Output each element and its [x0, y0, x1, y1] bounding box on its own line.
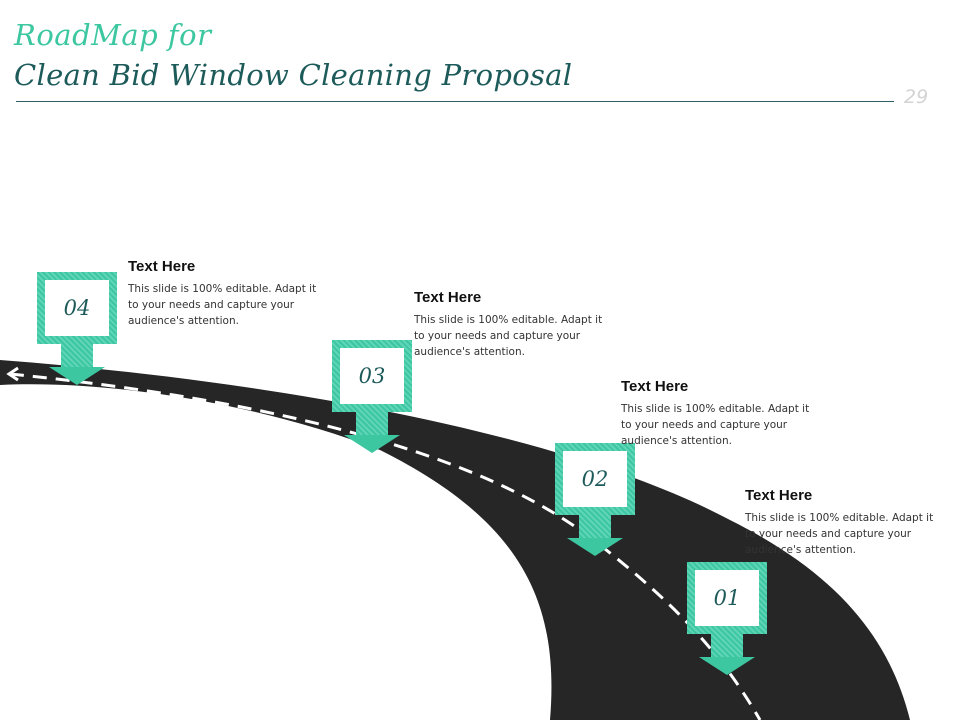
milestone-01-badge: 01: [687, 562, 767, 634]
milestone-03-badge: 03: [332, 340, 412, 412]
road-direction-arrow-icon: [6, 366, 19, 382]
milestone-03-stem: [356, 412, 388, 436]
milestone-04-badge: 04: [37, 272, 117, 344]
milestone-03-number: 03: [340, 348, 404, 404]
milestone-02-text: Text Here This slide is 100% editable. A…: [621, 378, 821, 449]
road-surface: [0, 360, 910, 720]
milestone-03-heading: Text Here: [414, 289, 482, 306]
title-divider: [16, 101, 894, 102]
milestone-02-pointer-icon: [567, 538, 623, 556]
milestone-04-stem: [61, 344, 93, 368]
milestone-02-body: This slide is 100% editable. Adapt it to…: [621, 403, 810, 447]
milestone-01-pointer-icon: [699, 657, 755, 675]
milestone-02-badge: 02: [555, 443, 635, 515]
milestone-04-text: Text Here This slide is 100% editable. A…: [128, 258, 328, 329]
milestone-04-number: 04: [45, 280, 109, 336]
milestone-04-pointer-icon: [49, 367, 105, 385]
milestone-01-text: Text Here This slide is 100% editable. A…: [745, 487, 945, 558]
page-number: 29: [904, 86, 929, 108]
milestone-04-body: This slide is 100% editable. Adapt it to…: [128, 283, 317, 327]
milestone-01-body: This slide is 100% editable. Adapt it to…: [745, 512, 934, 556]
milestone-01-heading: Text Here: [745, 487, 813, 504]
milestone-01-stem: [711, 634, 743, 658]
title-line-1: RoadMap for: [14, 18, 212, 52]
milestone-03-text: Text Here This slide is 100% editable. A…: [414, 289, 614, 360]
milestone-01-number: 01: [695, 570, 759, 626]
title-line-2: Clean Bid Window Cleaning Proposal: [14, 58, 573, 92]
milestone-02-stem: [579, 515, 611, 539]
milestone-04-heading: Text Here: [128, 258, 196, 275]
milestone-03-body: This slide is 100% editable. Adapt it to…: [414, 314, 603, 358]
road-center-line: [9, 372, 762, 720]
milestone-02-heading: Text Here: [621, 378, 689, 395]
milestone-02-number: 02: [563, 451, 627, 507]
milestone-03-pointer-icon: [344, 435, 400, 453]
